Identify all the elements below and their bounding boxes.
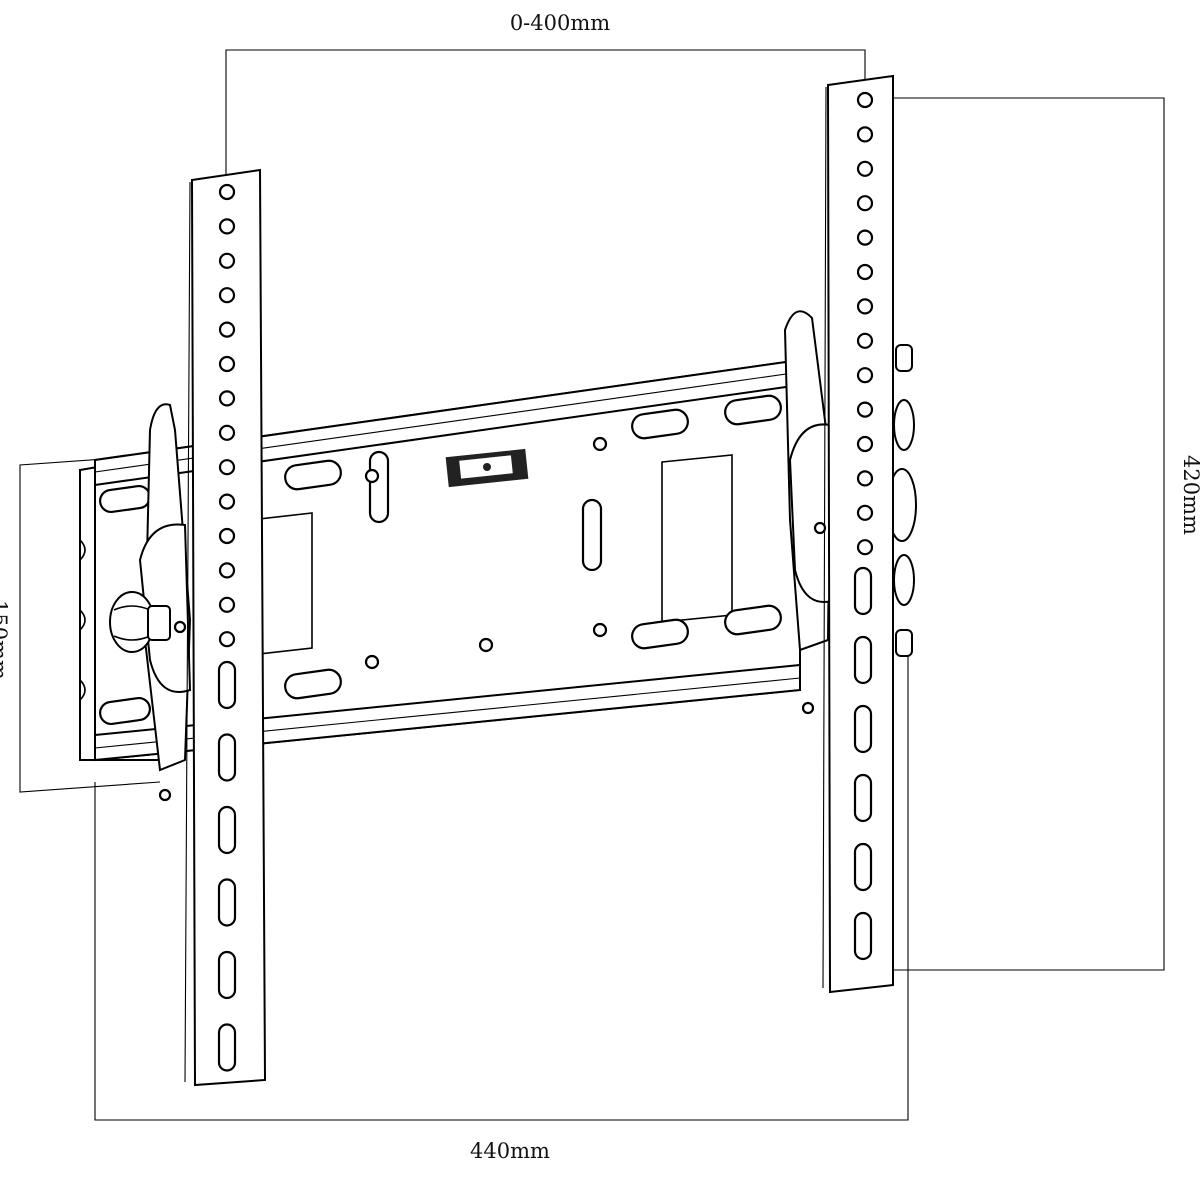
arm-slot xyxy=(853,842,873,892)
right-arm-round-holes xyxy=(856,91,874,556)
arm-round-hole xyxy=(218,631,236,648)
tilt-knob-left xyxy=(109,591,171,653)
arm-slot xyxy=(217,878,237,927)
arm-round-hole xyxy=(856,504,874,521)
arm-round-hole xyxy=(218,527,236,545)
arm-round-hole xyxy=(856,229,874,246)
right-vertical-arm xyxy=(822,74,894,994)
wall-plate xyxy=(79,358,801,762)
arm-round-hole xyxy=(856,195,874,212)
arm-round-hole xyxy=(218,390,236,407)
arm-slot xyxy=(217,950,237,1000)
arm-slot xyxy=(217,1023,237,1072)
arm-round-hole xyxy=(218,459,236,476)
right-height-label: 420mm xyxy=(1179,455,1200,535)
plate-slots xyxy=(99,394,782,726)
arm-round-hole xyxy=(856,367,874,384)
arm-slot xyxy=(853,566,873,616)
arm-round-hole xyxy=(856,126,874,143)
arm-round-hole xyxy=(218,424,236,441)
arm-round-hole xyxy=(856,298,874,315)
right-tilt-bracket xyxy=(783,310,917,715)
arm-slot xyxy=(853,773,873,823)
arm-round-hole xyxy=(856,160,874,177)
right-height-dimension-line xyxy=(868,97,1165,971)
arm-slot xyxy=(217,660,237,710)
left-tilt-bracket xyxy=(109,403,192,802)
bubble-level-icon xyxy=(445,448,529,488)
dimension-lines xyxy=(19,49,1165,1121)
left-height-label: 150mm xyxy=(0,600,11,680)
left-height-dimension-line xyxy=(19,454,161,793)
arm-round-hole xyxy=(218,287,236,304)
bottom-width-label: 440mm xyxy=(470,1139,550,1163)
arm-round-hole xyxy=(218,321,236,338)
arm-round-hole xyxy=(218,252,236,269)
arm-round-hole xyxy=(856,435,874,453)
bottom-width-dimension-line xyxy=(94,640,909,1121)
arm-round-hole xyxy=(856,470,874,487)
arm-round-hole xyxy=(218,355,236,373)
arm-round-hole xyxy=(218,493,236,510)
arm-round-hole xyxy=(218,183,236,201)
arm-slot xyxy=(853,635,873,685)
left-vertical-arm xyxy=(184,168,267,1087)
arm-round-hole xyxy=(218,596,236,613)
arm-round-hole xyxy=(856,401,874,418)
arm-round-hole xyxy=(218,562,236,579)
left-arm-slots xyxy=(217,660,237,1072)
left-arm-round-holes xyxy=(218,183,236,648)
top-spacing-dimension-line xyxy=(225,49,866,185)
arm-slot xyxy=(217,805,237,855)
arm-round-hole xyxy=(218,218,236,235)
right-arm-slots xyxy=(853,566,873,961)
arm-round-hole xyxy=(856,332,874,349)
arm-round-hole xyxy=(856,539,874,556)
arm-slot xyxy=(217,733,237,782)
arm-round-hole xyxy=(856,91,874,109)
arm-round-hole xyxy=(856,263,874,281)
arm-slot xyxy=(853,911,873,961)
top-spacing-label: 0-400mm xyxy=(510,11,610,35)
arm-slot xyxy=(853,704,873,754)
